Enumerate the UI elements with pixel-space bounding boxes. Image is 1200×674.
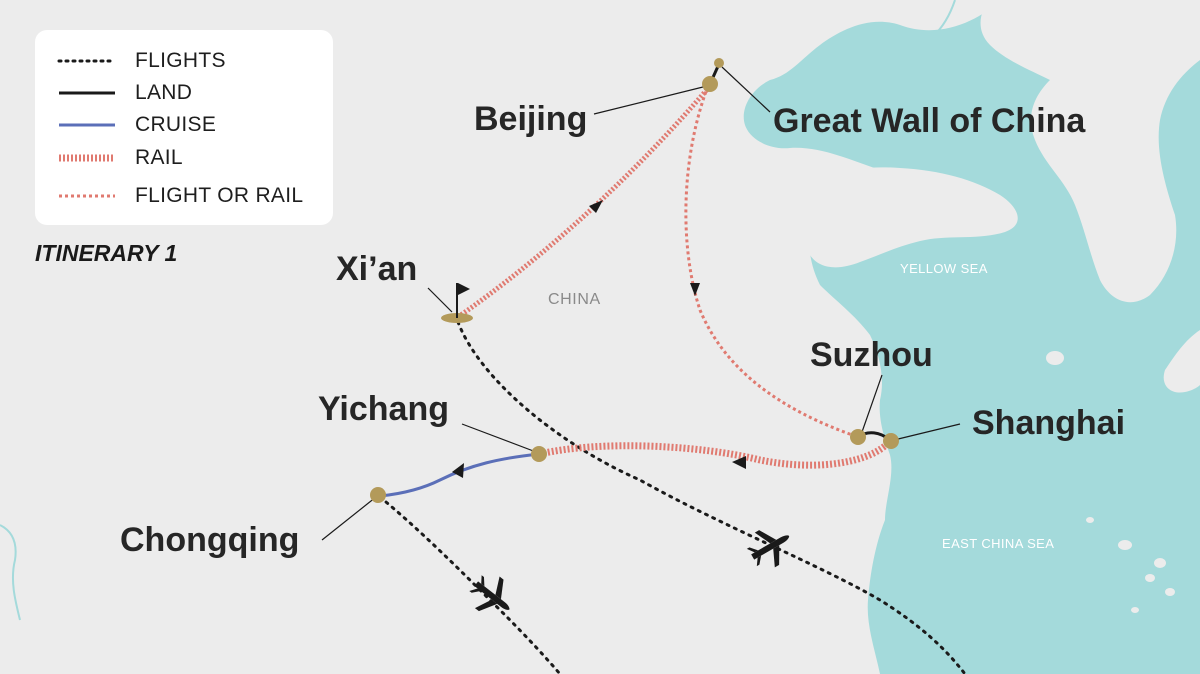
stop-marker-shanghai [883, 433, 899, 449]
legend-row-flights: FLIGHTS [57, 46, 226, 76]
shandong-peninsula [793, 167, 1018, 268]
legend-row-land: LAND [57, 78, 192, 108]
stop-markers [370, 58, 899, 503]
rail-route-shanghai-yichang [539, 438, 893, 469]
stop-marker-beijing [702, 76, 718, 92]
legend-label-cruise: CRUISE [135, 113, 217, 136]
rail-arrow-icon [589, 200, 603, 213]
stop-marker-suzhou [850, 429, 866, 445]
region-label-east-china-sea: EAST CHINA SEA [942, 536, 1055, 551]
flight-route-xian [456, 320, 967, 674]
stop-marker-chongqing [370, 487, 386, 503]
legend-row-rail: RAIL [57, 143, 183, 173]
airplane-icon [746, 530, 790, 568]
start-flag-icon [441, 283, 473, 323]
leader-lines [321, 66, 961, 541]
rail-arrow-icon-2 [732, 456, 746, 469]
legend-label-flights: FLIGHTS [135, 49, 226, 72]
legend-row-cruise: CRUISE [57, 110, 216, 140]
flight-or-rail-arrow-icon [690, 283, 700, 296]
islands [1046, 351, 1175, 613]
region-label-yellow-sea: YELLOW SEA [900, 261, 988, 276]
city-label-beijing: Beijing [474, 100, 588, 138]
map-legend: FLIGHTS LAND CRUISE RAIL FLIGHT OR RAIL [35, 30, 333, 225]
legend-swatch-cruise [59, 123, 115, 127]
japan-coast [1163, 330, 1200, 393]
stop-marker-great-wall [714, 58, 724, 68]
legend-row-flight-or-rail: FLIGHT OR RAIL [57, 181, 303, 211]
legend-label-rail: RAIL [135, 146, 183, 169]
legend-label-land: LAND [135, 81, 193, 104]
river-west [0, 524, 21, 621]
flight-or-rail-route [684, 85, 859, 439]
region-label-china: CHINA [548, 291, 601, 308]
city-label-chongqing: Chongqing [120, 521, 300, 559]
flight-route-chongqing [378, 495, 562, 674]
river-north [899, 0, 956, 51]
legend-swatch-land [59, 91, 115, 95]
city-label-xian: Xi’an [336, 250, 418, 288]
city-label-yichang: Yichang [318, 390, 449, 428]
legend-swatch-flight-or-rail [59, 194, 115, 198]
korean-peninsula [980, 0, 1200, 303]
city-label-suzhou: Suzhou [810, 336, 933, 374]
rail-route-xian-beijing [456, 84, 712, 320]
cruise-route [379, 452, 541, 498]
city-label-great-wall: Great Wall of China [773, 102, 1086, 140]
legend-label-flight-or-rail: FLIGHT OR RAIL [135, 184, 304, 207]
legend-swatch-rail [59, 154, 115, 162]
cruise-arrow-icon [452, 463, 464, 478]
stop-marker-yichang [531, 446, 547, 462]
legend-swatch-flights [57, 59, 117, 63]
itinerary-title: ITINERARY 1 [35, 240, 178, 266]
airplane-icon-2 [469, 575, 510, 612]
city-label-shanghai: Shanghai [972, 404, 1126, 442]
